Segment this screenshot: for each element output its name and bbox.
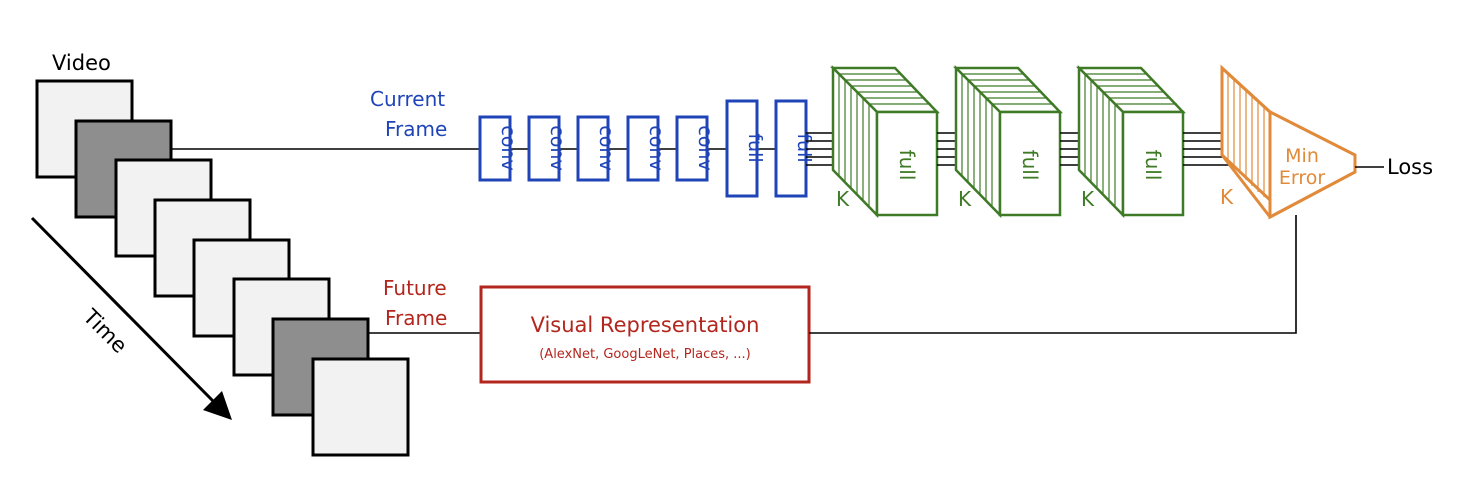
layer-conv-2: conv — [527, 115, 568, 182]
visual-representation-box — [479, 285, 811, 384]
visual-representation-title: Visual Representation — [531, 313, 760, 337]
min-error-k: K — [1220, 185, 1234, 209]
layer-stack: conv conv conv conv conv full full — [478, 99, 815, 198]
layer-conv-5-label: conv — [694, 125, 716, 170]
branch-3-label: full — [1141, 150, 1165, 181]
video-frame-8 — [311, 357, 410, 457]
layer-conv-2-label: conv — [546, 125, 568, 170]
future-frame-label-line1: Future — [383, 276, 447, 300]
branch-2-k: K — [958, 187, 972, 211]
layer-conv-5: conv — [675, 115, 716, 182]
current-frame-label-line1: Current — [370, 87, 445, 111]
layer-conv-1: conv — [478, 115, 519, 182]
layer-conv-4: conv — [626, 115, 667, 182]
time-arrow — [30, 216, 232, 420]
future-frame-label-line2: Frame — [385, 306, 447, 330]
branch-2-label: full — [1018, 150, 1042, 181]
layer-full-2-label: full — [793, 133, 815, 162]
visual-representation-subtitle: (AlexNet, GoogLeNet, Places, ...) — [539, 347, 751, 362]
layer-full-2: full — [774, 99, 815, 198]
layer-conv-3: conv — [576, 115, 617, 182]
branch-3-k: K — [1081, 187, 1095, 211]
branch-block-2 — [952, 64, 1063, 219]
video-label: Video — [52, 51, 111, 75]
layer-conv-1-label: conv — [497, 125, 519, 170]
current-frame-label-line2: Frame — [385, 117, 447, 141]
branch-block-1 — [829, 64, 940, 219]
video-frames — [35, 79, 410, 457]
layer-full-1-label: full — [744, 133, 766, 162]
layer-conv-3-label: conv — [595, 125, 617, 170]
branch-1-k: K — [836, 187, 850, 211]
layer-full-1: full — [725, 99, 766, 198]
min-error-label-line1: Min — [1285, 145, 1319, 167]
layer-conv-4-label: conv — [645, 125, 667, 170]
min-error-label-line2: Error — [1279, 167, 1326, 189]
branch-block-3 — [1075, 64, 1186, 219]
future-to-loss-line — [809, 215, 1297, 334]
loss-label: Loss — [1387, 155, 1433, 179]
min-error-block — [1220, 64, 1357, 220]
branch-1-label: full — [895, 150, 919, 181]
